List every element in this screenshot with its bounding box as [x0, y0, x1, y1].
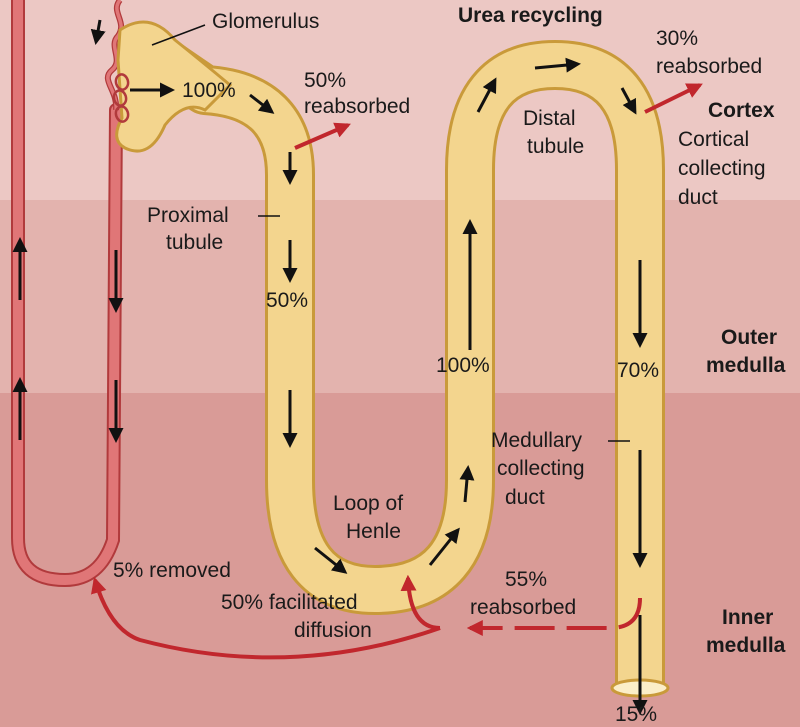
medullary-collecting-duct-label-2: collecting — [497, 457, 585, 480]
outer-medulla-duct-percent: 70% — [617, 359, 660, 382]
facilitated-diffusion-label-2: diffusion — [294, 619, 372, 642]
flow-arrows — [12, 19, 648, 715]
loop-of-henle-label-1: Loop of — [333, 492, 404, 515]
reabsorption-arrow-icon — [466, 597, 642, 636]
vasa-recta-removed-label: 5% removed — [113, 559, 231, 582]
proximal-reabsorbed-percent: 50% — [304, 69, 347, 92]
flow-arrow-icon — [459, 465, 475, 503]
medullary-reabsorbed-percent: 55% — [505, 568, 548, 591]
filtered-percent: 100% — [182, 79, 236, 102]
inner-medulla-label-1: Inner — [722, 606, 774, 629]
reabsorption-arrow-icon — [644, 83, 703, 114]
reabsorption-arrows — [91, 83, 703, 660]
diagram-title: Urea recycling — [458, 4, 603, 27]
medullary-reabsorbed-text: reabsorbed — [470, 596, 577, 619]
proximal-tubule-label-1: Proximal — [147, 204, 229, 227]
cortical-collecting-duct-label-2: collecting — [678, 157, 766, 180]
flow-arrow-icon — [620, 87, 637, 115]
flow-arrow-icon — [476, 77, 497, 113]
cortical-collecting-duct-label-3: duct — [678, 186, 718, 209]
facilitated-diffusion-label-1: 50% facilitated — [221, 591, 358, 614]
excreted-percent: 15% — [615, 703, 658, 726]
medullary-collecting-duct-label-3: duct — [505, 486, 545, 509]
outer-medulla-label-1: Outer — [721, 326, 778, 349]
medullary-collecting-duct-label-1: Medullary — [491, 429, 583, 452]
proximal-tubule-label-2: tubule — [166, 231, 224, 254]
cortical-collecting-duct-label-1: Cortical — [678, 128, 750, 151]
outer-medulla-zone — [0, 200, 800, 393]
cortical-reabsorbed-percent: 30% — [656, 27, 699, 50]
flow-arrow-icon — [534, 57, 581, 73]
distal-start-percent: 100% — [436, 354, 490, 377]
reabsorption-arrow-icon — [294, 122, 351, 150]
flow-arrow-icon — [249, 93, 275, 114]
reabsorption-arrow-icon — [91, 576, 441, 660]
cortical-reabsorbed-text: reabsorbed — [656, 55, 763, 78]
inner-medulla-zone — [0, 393, 800, 727]
blood-vessel — [11, 0, 125, 588]
distal-tubule-label-2: tubule — [527, 135, 585, 158]
flow-arrow-icon — [314, 546, 348, 574]
cortex-zone-label: Cortex — [708, 99, 775, 122]
proximal-reabsorbed-text: reabsorbed — [304, 95, 411, 118]
nephron-tubule — [112, 20, 670, 698]
flow-arrow-icon — [428, 527, 460, 566]
leader-lines — [151, 24, 630, 442]
reabsorption-arrow-icon — [400, 574, 441, 630]
flow-arrow-icon — [90, 19, 106, 45]
outer-medulla-label-2: medulla — [706, 354, 786, 377]
distal-tubule-label-1: Distal — [523, 107, 576, 130]
glomerulus-label: Glomerulus — [212, 10, 320, 33]
after-proximal-percent: 50% — [266, 289, 309, 312]
inner-medulla-label-2: medulla — [706, 634, 786, 657]
loop-of-henle-label-2: Henle — [346, 520, 401, 543]
